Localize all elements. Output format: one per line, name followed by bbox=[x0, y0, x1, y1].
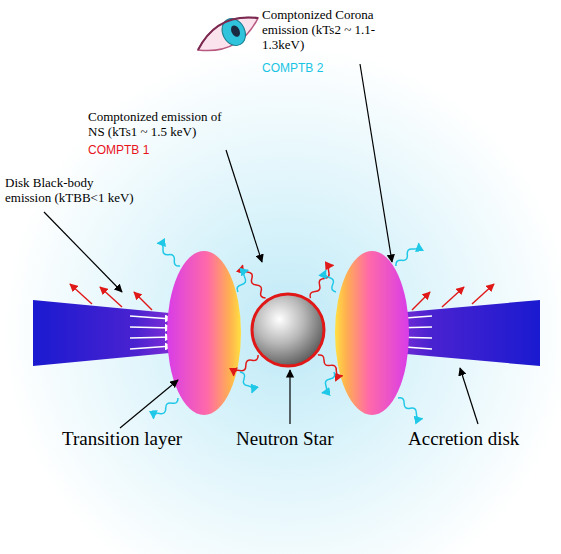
leader-arrow bbox=[120, 380, 178, 428]
transition-layer-left bbox=[167, 251, 241, 415]
inflow-arrow bbox=[130, 337, 172, 338]
blackbody-photon bbox=[472, 284, 494, 304]
component-note: Comptonized Corona emission (kTs2 ~ 1.1-… bbox=[262, 8, 402, 53]
inflow-arrow bbox=[130, 327, 172, 328]
ns-photon bbox=[316, 353, 344, 377]
observer-eye bbox=[192, 7, 265, 64]
part-name: Transition layer bbox=[62, 428, 232, 450]
corona-photon bbox=[236, 269, 251, 293]
corona-photon bbox=[156, 242, 182, 268]
accretion-disk-left bbox=[33, 300, 180, 366]
eye-lid bbox=[192, 7, 263, 60]
blackbody-photon bbox=[70, 284, 92, 304]
leader-arrow bbox=[289, 370, 290, 424]
component-note: Disk Black-body emission (kTBB<1 keV) bbox=[5, 176, 139, 206]
part-name: Neutron Star bbox=[236, 428, 376, 450]
corona-photons bbox=[152, 242, 424, 421]
leader-arrow bbox=[226, 150, 262, 262]
transition-layer-right bbox=[335, 251, 409, 415]
ns-photon bbox=[308, 264, 335, 300]
corona-photon bbox=[324, 269, 339, 293]
leader-arrows bbox=[44, 64, 478, 428]
component-note: Comptonized emission of NS (kTs1 ~ 1.5 k… bbox=[88, 110, 230, 140]
model-name: COMPTB 1 bbox=[88, 144, 208, 158]
ns-photons bbox=[232, 264, 344, 378]
inflow-arrow bbox=[130, 346, 172, 349]
inflow-arrow bbox=[130, 316, 172, 319]
leader-arrow bbox=[360, 64, 392, 262]
corona-photon bbox=[152, 396, 180, 420]
model-name: COMPTB 2 bbox=[262, 62, 382, 76]
eye-upper-lid bbox=[192, 7, 258, 50]
blackbody-photon bbox=[442, 287, 464, 307]
ns-photon bbox=[241, 264, 268, 300]
corona-photon bbox=[238, 371, 254, 394]
eye-pupil bbox=[229, 24, 242, 38]
blackbody-photon bbox=[412, 292, 430, 310]
leader-arrow bbox=[460, 368, 478, 424]
ns-photon bbox=[232, 353, 260, 377]
corona-photon bbox=[320, 371, 336, 394]
blackbody-photon bbox=[134, 292, 152, 310]
corona-photon bbox=[396, 396, 424, 420]
blackbody-photon bbox=[100, 287, 122, 307]
neutron-star bbox=[252, 294, 324, 366]
corona-photon bbox=[394, 242, 420, 268]
part-name: Accretion disk bbox=[408, 428, 558, 450]
leader-arrow bbox=[44, 212, 122, 292]
